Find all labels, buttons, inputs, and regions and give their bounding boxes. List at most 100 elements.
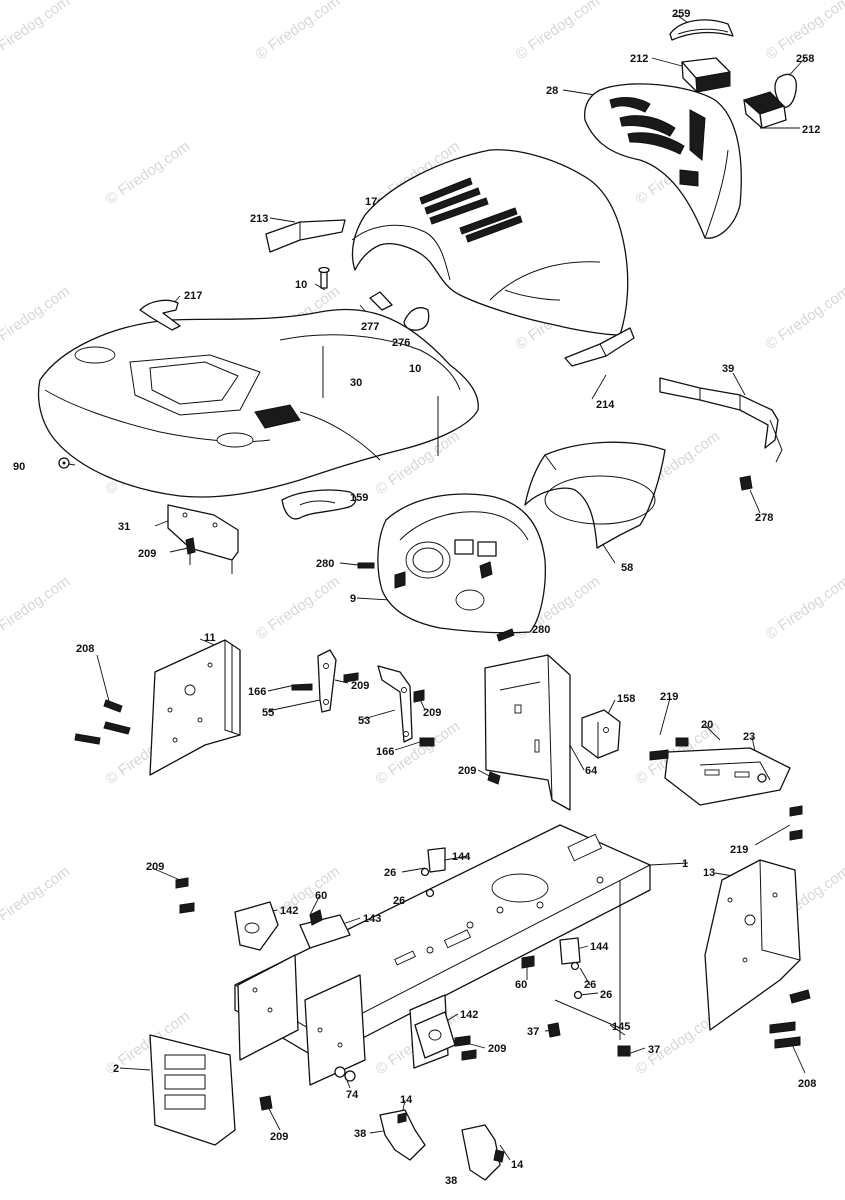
part-label: 280 [316, 558, 334, 570]
part-label: 38 [354, 1128, 366, 1140]
bolt-14-b [493, 1149, 505, 1163]
part-label: 159 [350, 492, 368, 504]
bracket-39 [659, 377, 783, 463]
part-label: 144 [590, 941, 609, 953]
part-label: 166 [248, 686, 266, 698]
part-label: 258 [796, 53, 814, 65]
part-label: 28 [546, 85, 558, 97]
body-fender-30 [37, 308, 479, 498]
link-55 [317, 649, 337, 713]
panel-13 [704, 859, 801, 1031]
watermark-text: © Firedog.com [103, 138, 194, 208]
part-label: 10 [295, 279, 307, 291]
nut-26-a [420, 867, 430, 877]
bolt-37-a [547, 1022, 561, 1038]
watermark-text: © Firedog.com [253, 0, 344, 63]
bracket-213 [265, 219, 346, 253]
part-label: 11 [204, 632, 216, 644]
part-label: 142 [460, 1009, 478, 1021]
screw-166-b [419, 737, 435, 747]
part-label: 38 [445, 1175, 457, 1187]
watermark-text: © Firedog.com [513, 0, 604, 63]
screw-166-a [291, 683, 313, 691]
bolt-60-b [521, 955, 535, 969]
watermark-text: © Firedog.com [0, 0, 73, 63]
part-label: 143 [363, 913, 381, 925]
nut-23 [757, 773, 767, 783]
part-label: 145 [612, 1021, 630, 1033]
hood-vents [419, 177, 523, 243]
part-label: 212 [802, 124, 820, 136]
screw-209-b [343, 672, 359, 683]
part-label: 37 [527, 1026, 539, 1038]
part-label: 30 [350, 377, 362, 389]
hinge-158 [581, 709, 621, 759]
part-label: 209 [270, 1131, 288, 1143]
part-label: 26 [600, 989, 612, 1001]
part-label: 209 [138, 548, 156, 560]
part-label: 212 [630, 53, 648, 65]
watermark-text: © Firedog.com [0, 573, 73, 643]
part-label: 1 [682, 858, 688, 870]
bolt-60-a [309, 909, 323, 926]
part-label: 14 [511, 1159, 524, 1171]
panel-11 [149, 639, 241, 776]
headlight-212-right [742, 91, 787, 129]
hood-17 [351, 149, 629, 336]
watermark-text: © Firedog.com [253, 573, 344, 643]
panel-2 [149, 1034, 236, 1146]
headlight-212-left [681, 57, 731, 93]
part-label: 158 [617, 693, 635, 705]
watermark-text: © Firedog.com [0, 283, 73, 353]
part-label: 280 [532, 624, 550, 636]
part-label: 209 [458, 765, 476, 777]
part-label: 60 [515, 979, 527, 991]
screw-209-g [259, 1095, 273, 1111]
bracket-144-a [427, 847, 446, 873]
part-label: 37 [648, 1044, 660, 1056]
nut-26-c [570, 961, 580, 971]
part-label: 277 [361, 321, 379, 333]
part-label: 17 [365, 196, 377, 208]
screw-209-a [185, 537, 196, 555]
part-label: 209 [423, 707, 441, 719]
part-label: 217 [184, 290, 202, 302]
part-label: 214 [596, 399, 615, 411]
bracket-142-a [234, 901, 279, 951]
screw-280-a [357, 562, 375, 569]
part-label: 64 [585, 765, 598, 777]
part-label: 23 [743, 731, 755, 743]
bracket-144-b [559, 937, 581, 965]
link-53 [377, 665, 413, 743]
bracket-20 [664, 747, 791, 806]
bolts-208-right [769, 989, 811, 1049]
bracket-38-a [379, 1109, 426, 1161]
part-label: 2 [113, 1063, 119, 1075]
part-label: 213 [250, 213, 268, 225]
bracket-31 [167, 504, 239, 574]
part-label: 14 [400, 1094, 413, 1106]
pad-277 [369, 291, 393, 311]
shield-58 [524, 441, 666, 549]
bolts-209-e [175, 877, 195, 914]
part-label: 166 [376, 746, 394, 758]
part-label: 209 [488, 1043, 506, 1055]
part-label: 142 [280, 905, 298, 917]
bracket-38-b [461, 1124, 501, 1181]
part-label: 278 [755, 512, 773, 524]
latch-217 [139, 299, 181, 331]
bolts-219-top [649, 737, 689, 761]
part-label: 26 [393, 895, 405, 907]
part-labels: 259 212 258 28 212 17 213 217 10 277 276… [13, 8, 820, 1187]
hood-lens-259 [669, 19, 734, 41]
part-label: 208 [798, 1078, 816, 1090]
bolt-10-a [318, 266, 330, 289]
nut-26-d [573, 990, 583, 1000]
bolt-37-b [617, 1045, 631, 1057]
grille-28 [584, 83, 742, 239]
lens-258 [774, 73, 797, 108]
part-label: 74 [346, 1089, 359, 1101]
bolts-219-bottom [789, 805, 803, 841]
part-label: 219 [730, 844, 748, 856]
